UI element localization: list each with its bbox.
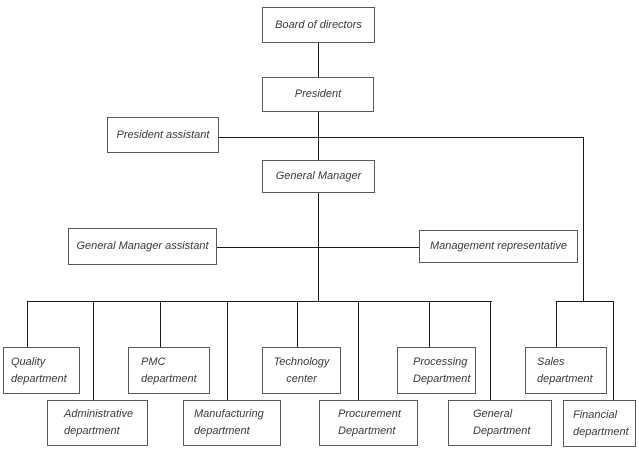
connector-board-president: [318, 43, 319, 77]
connector-right-branch-vertical: [583, 137, 584, 301]
node-manufacturing-department: Manufacturing department: [183, 400, 281, 446]
node-president: President: [262, 77, 374, 112]
connector-president-assistant-branch: [219, 137, 583, 138]
connector-right-bus: [556, 301, 614, 302]
connector-general-manager-bus: [318, 193, 319, 301]
node-administrative-department: Administrative department: [47, 400, 148, 446]
connector-stub-manufacturing: [227, 301, 228, 400]
node-general-manager-assistant: General Manager assistant: [68, 228, 217, 265]
node-president-assistant: President assistant: [107, 117, 219, 153]
node-procurement-department: Procurement Department: [319, 400, 418, 446]
node-financial-department: Financial department: [563, 400, 636, 447]
node-technology-center: Technology center: [262, 347, 341, 394]
connector-stub-technology: [297, 301, 298, 347]
connector-stub-general: [490, 301, 491, 400]
connector-stub-procurement: [358, 301, 359, 400]
node-management-representative: Management representative: [419, 230, 578, 263]
connector-stub-administrative: [93, 301, 94, 400]
connector-president-general-manager: [318, 112, 319, 160]
node-general-department: General Department: [448, 400, 552, 446]
connector-stub-pmc: [160, 301, 161, 347]
node-pmc-department: PMC department: [128, 347, 210, 394]
connector-stub-financial: [613, 301, 614, 400]
connector-stub-processing: [429, 301, 430, 347]
node-sales-department: Sales department: [525, 347, 607, 394]
connector-stub-quality: [27, 301, 28, 347]
connector-stub-sales: [556, 301, 557, 347]
node-board-of-directors: Board of directors: [262, 7, 375, 43]
node-quality-department: Quality department: [3, 347, 80, 394]
node-general-manager: General Manager: [262, 160, 375, 193]
connector-main-bus: [27, 301, 492, 302]
node-processing-department: Processing Department: [397, 347, 476, 394]
